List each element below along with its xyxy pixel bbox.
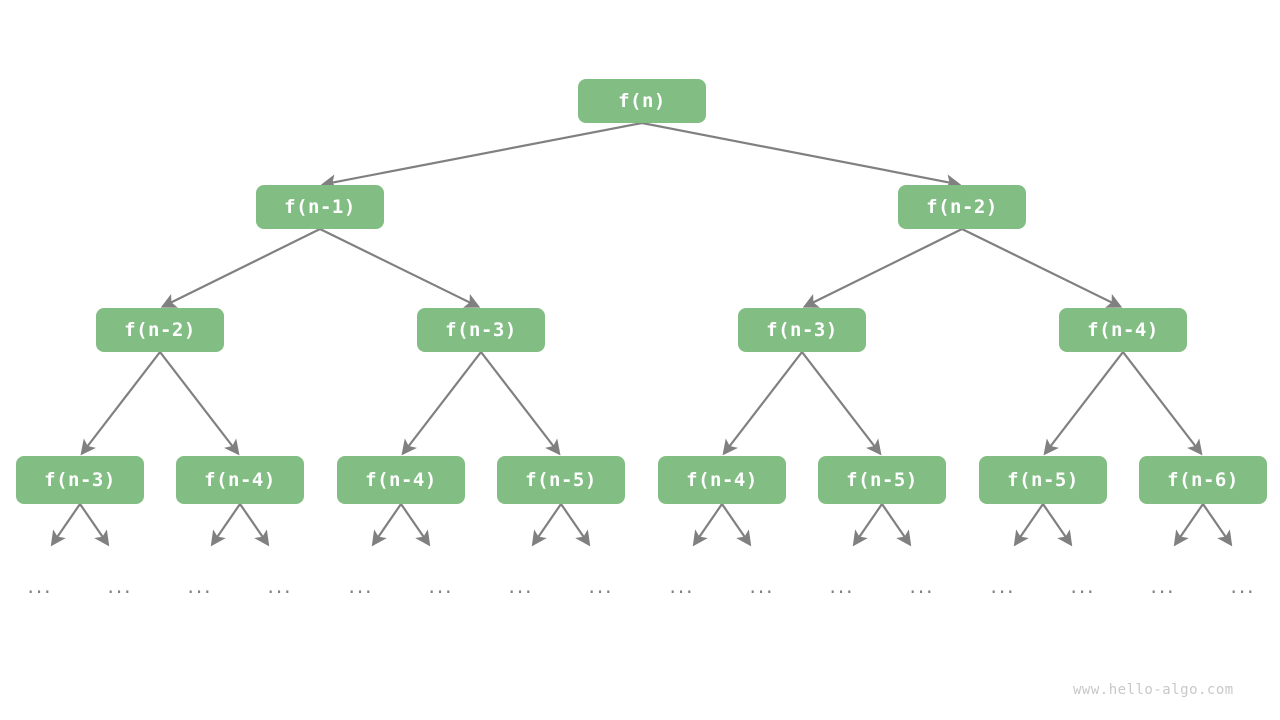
ellipsis-marker: ...	[27, 574, 53, 598]
tree-stub-edge	[881, 503, 912, 547]
tree-edges	[80, 121, 1203, 456]
tree-stub-edge	[400, 503, 431, 547]
tree-edge	[722, 351, 803, 456]
tree-node: f(n-6)	[1139, 456, 1267, 504]
ellipsis-marker: ...	[508, 574, 534, 598]
tree-stub-edge	[239, 503, 270, 547]
tree-node: f(n-4)	[337, 456, 465, 504]
tree-node: f(n-2)	[96, 308, 224, 352]
tree-stub-edge	[721, 503, 752, 547]
tree-stub-edge	[531, 503, 562, 547]
tree-edge	[1043, 351, 1124, 456]
tree-edge	[801, 351, 882, 456]
ellipsis-marker: ...	[990, 574, 1016, 598]
tree-stub-edge	[1042, 503, 1073, 547]
tree-stub-edge	[1173, 503, 1204, 547]
ellipsis-marker: ...	[588, 574, 614, 598]
ellipsis-marker: ...	[1150, 574, 1176, 598]
tree-node: f(n-3)	[738, 308, 866, 352]
ellipsis-marker: ...	[829, 574, 855, 598]
ellipsis-marker: ...	[749, 574, 775, 598]
tree-edge	[1122, 351, 1203, 456]
tree-stub-edge	[1013, 503, 1044, 547]
watermark: www.hello-algo.com	[1073, 682, 1234, 698]
ellipsis-marker: ...	[669, 574, 695, 598]
tree-node: f(n-4)	[1059, 308, 1187, 352]
tree-stub-edge	[50, 503, 81, 547]
tree-stub-edge	[1202, 503, 1233, 547]
tree-node: f(n-4)	[176, 456, 304, 504]
tree-node: f(n-5)	[979, 456, 1107, 504]
tree-edge	[802, 228, 963, 308]
tree-node: f(n-2)	[898, 185, 1026, 229]
tree-edge	[401, 351, 482, 456]
tree-stub-edges	[50, 503, 1233, 547]
tree-edge	[160, 228, 321, 308]
tree-edge	[641, 121, 962, 190]
tree-stub-edge	[371, 503, 402, 547]
ellipsis-marker: ...	[107, 574, 133, 598]
ellipsis-marker: ...	[428, 574, 454, 598]
tree-edge	[80, 351, 161, 456]
tree-node: f(n-1)	[256, 185, 384, 229]
tree-edge	[480, 351, 561, 456]
tree-stub-edge	[79, 503, 110, 547]
tree-edge	[320, 121, 643, 190]
tree-edge	[961, 228, 1123, 308]
tree-edge	[319, 228, 481, 308]
tree-stub-edge	[692, 503, 723, 547]
tree-node: f(n-3)	[417, 308, 545, 352]
tree-node: f(n-5)	[818, 456, 946, 504]
ellipsis-marker: ...	[1230, 574, 1256, 598]
tree-node: f(n-5)	[497, 456, 625, 504]
tree-node: f(n-3)	[16, 456, 144, 504]
tree-node: f(n)	[578, 79, 706, 123]
ellipsis-marker: ...	[348, 574, 374, 598]
tree-stub-edge	[210, 503, 241, 547]
ellipsis-marker: ...	[267, 574, 293, 598]
ellipsis-marker: ...	[909, 574, 935, 598]
ellipsis-marker: ...	[187, 574, 213, 598]
tree-edge	[159, 351, 240, 456]
tree-node: f(n-4)	[658, 456, 786, 504]
tree-stub-edge	[560, 503, 591, 547]
ellipsis-marker: ...	[1070, 574, 1096, 598]
tree-stub-edge	[852, 503, 883, 547]
